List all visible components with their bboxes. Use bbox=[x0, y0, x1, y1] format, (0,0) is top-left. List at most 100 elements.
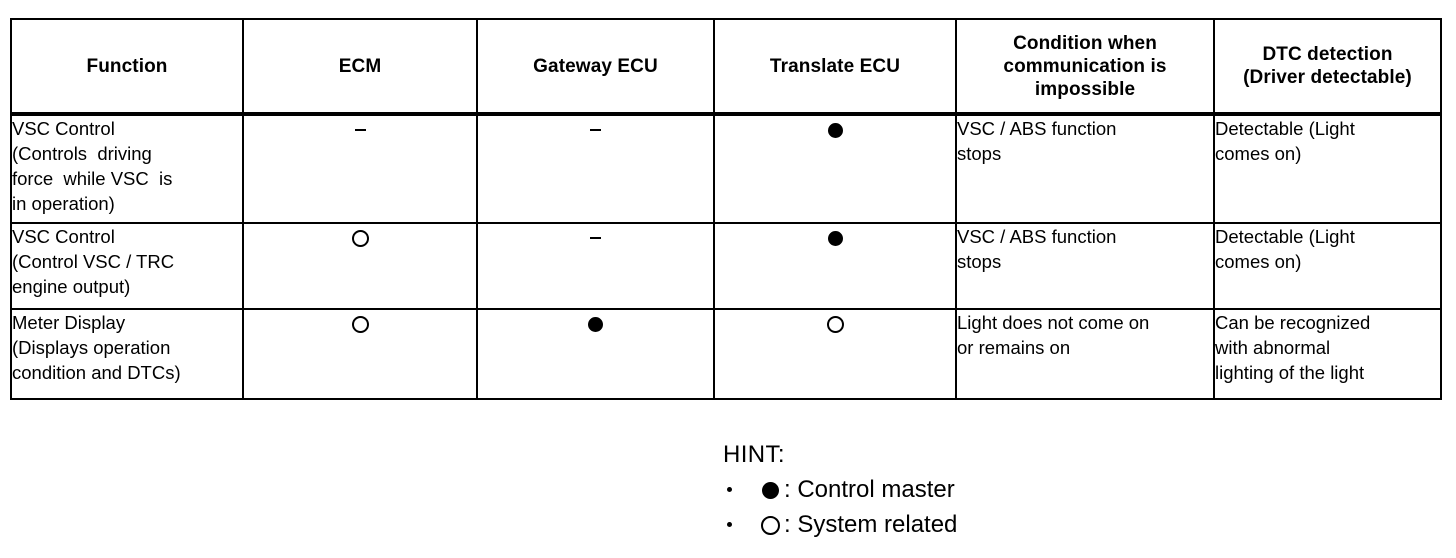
dtc-lines: Detectable (Light comes on) bbox=[1215, 224, 1440, 274]
cell-condition: Light does not come on or remains on bbox=[955, 308, 1215, 400]
dtc-line: with abnormal bbox=[1215, 337, 1331, 358]
cell-gateway-ecu-mark bbox=[476, 308, 715, 400]
header-line: Translate ECU bbox=[769, 55, 901, 77]
header-line: Function bbox=[86, 55, 168, 77]
function-line: force while VSC is bbox=[12, 168, 173, 189]
column-header-ecm: ECM bbox=[242, 18, 478, 116]
bullet-icon bbox=[727, 522, 732, 527]
filled-circle-mark-icon bbox=[588, 316, 603, 332]
cell-ecm-mark bbox=[242, 113, 478, 224]
condition-line: stops bbox=[957, 251, 1002, 272]
column-header-function: Function bbox=[10, 18, 244, 116]
dash-mark-icon bbox=[590, 129, 601, 132]
dtc-line: Can be recognized bbox=[1215, 312, 1371, 333]
table-row: Meter Display (Displays operation condit… bbox=[10, 308, 1442, 400]
condition-line: or remains on bbox=[957, 337, 1071, 358]
column-header-translate-ecu: Translate ECU bbox=[713, 18, 957, 116]
header-line: Gateway ECU bbox=[533, 55, 658, 77]
dtc-line: comes on) bbox=[1215, 251, 1302, 272]
cell-dtc-detection: Detectable (Light comes on) bbox=[1213, 113, 1442, 224]
table-header-row: Function ECM Gateway ECU bbox=[10, 18, 1442, 116]
cell-translate-ecu-mark bbox=[713, 308, 957, 400]
condition-lines: VSC / ABS function stops bbox=[957, 224, 1213, 274]
dash-mark-icon bbox=[590, 237, 601, 240]
function-line: Meter Display bbox=[12, 312, 126, 333]
column-header-condition: Condition when communication is impossib… bbox=[955, 18, 1215, 116]
condition-line: stops bbox=[957, 143, 1002, 164]
function-lines: Meter Display (Displays operation condit… bbox=[12, 310, 242, 385]
function-line: in operation) bbox=[12, 193, 115, 214]
function-line: (Control VSC / TRC bbox=[12, 251, 175, 272]
condition-line: Light does not come on bbox=[957, 312, 1150, 333]
function-line: VSC Control bbox=[12, 118, 115, 139]
header-line: Condition when bbox=[1013, 32, 1157, 54]
function-line: (Displays operation bbox=[12, 337, 171, 358]
column-header-gateway-ecu-lines: Gateway ECU bbox=[478, 55, 713, 78]
hint-item-label: : Control master bbox=[784, 476, 955, 503]
cell-gateway-ecu-mark bbox=[476, 113, 715, 224]
hint-title: HINT: bbox=[723, 441, 785, 468]
column-header-gateway-ecu: Gateway ECU bbox=[476, 18, 715, 116]
dtc-line: Detectable (Light bbox=[1215, 118, 1355, 139]
header-line: communication is bbox=[1003, 55, 1167, 77]
cell-dtc-detection: Can be recognized with abnormal lighting… bbox=[1213, 308, 1442, 400]
table-row: VSC Control (Control VSC / TRC engine ou… bbox=[10, 222, 1442, 310]
function-line: (Controls driving bbox=[12, 143, 152, 164]
function-lines: VSC Control (Control VSC / TRC engine ou… bbox=[12, 224, 242, 299]
filled-circle-mark-icon bbox=[761, 482, 779, 500]
column-header-ecm-lines: ECM bbox=[244, 55, 476, 78]
cell-dtc-detection: Detectable (Light comes on) bbox=[1213, 222, 1442, 310]
table-header: Function ECM Gateway ECU bbox=[10, 18, 1442, 116]
communication-function-table: Function ECM Gateway ECU bbox=[10, 18, 1442, 400]
header-line: impossible bbox=[1034, 78, 1136, 100]
filled-circle-mark-icon bbox=[827, 122, 843, 138]
dtc-lines: Detectable (Light comes on) bbox=[1215, 116, 1440, 166]
function-lines: VSC Control (Controls driving force whil… bbox=[12, 116, 242, 216]
open-circle-mark-icon bbox=[351, 229, 369, 247]
dash-mark-icon bbox=[354, 129, 366, 132]
open-circle-mark-icon bbox=[760, 516, 780, 536]
open-circle-mark-icon bbox=[826, 315, 844, 333]
cell-translate-ecu-mark bbox=[713, 113, 957, 224]
dtc-line: Detectable (Light bbox=[1215, 226, 1355, 247]
dtc-lines: Can be recognized with abnormal lighting… bbox=[1215, 310, 1440, 385]
column-header-condition-lines: Condition when communication is impossib… bbox=[957, 32, 1213, 101]
cell-condition: VSC / ABS function stops bbox=[955, 113, 1215, 224]
function-line: condition and DTCs) bbox=[12, 362, 181, 383]
hint-item-system-related: : System related bbox=[723, 507, 957, 542]
header-line: DTC detection bbox=[1262, 44, 1393, 65]
column-header-dtc-detection: DTC detection (Driver detectable) bbox=[1213, 18, 1442, 116]
communication-function-table-container: Function ECM Gateway ECU bbox=[10, 18, 1442, 400]
table-row: VSC Control (Controls driving force whil… bbox=[10, 113, 1442, 224]
cell-ecm-mark bbox=[242, 308, 478, 400]
column-header-translate-ecu-lines: Translate ECU bbox=[715, 55, 955, 78]
hint-item-label: : System related bbox=[784, 511, 958, 538]
cell-condition: VSC / ABS function stops bbox=[955, 222, 1215, 310]
hint-item-control-master: : Control master bbox=[723, 472, 957, 507]
condition-line: VSC / ABS function bbox=[957, 226, 1117, 247]
dtc-line: comes on) bbox=[1215, 143, 1302, 164]
cell-translate-ecu-mark bbox=[713, 222, 957, 310]
function-line: engine output) bbox=[12, 276, 131, 297]
filled-circle-legend-icon bbox=[758, 472, 782, 507]
filled-circle-mark-icon bbox=[827, 230, 843, 246]
header-line: (Driver detectable) bbox=[1243, 67, 1412, 88]
function-line: VSC Control bbox=[12, 226, 115, 247]
dtc-line: lighting of the light bbox=[1215, 362, 1365, 383]
cell-gateway-ecu-mark bbox=[476, 222, 715, 310]
cell-function: VSC Control (Control VSC / TRC engine ou… bbox=[10, 222, 244, 310]
condition-line: VSC / ABS function bbox=[957, 118, 1117, 139]
cell-function: Meter Display (Displays operation condit… bbox=[10, 308, 244, 400]
condition-lines: Light does not come on or remains on bbox=[957, 310, 1213, 360]
hint-block: HINT: : Control master : System related bbox=[723, 437, 957, 542]
open-circle-legend-icon bbox=[758, 507, 782, 542]
table-body: VSC Control (Controls driving force whil… bbox=[10, 113, 1442, 400]
bullet-icon bbox=[727, 487, 732, 492]
header-line: ECM bbox=[338, 55, 382, 77]
column-header-dtc-detection-lines: DTC detection (Driver detectable) bbox=[1215, 43, 1440, 89]
cell-ecm-mark bbox=[242, 222, 478, 310]
condition-lines: VSC / ABS function stops bbox=[957, 116, 1213, 166]
open-circle-mark-icon bbox=[351, 315, 369, 333]
cell-function: VSC Control (Controls driving force whil… bbox=[10, 113, 244, 224]
